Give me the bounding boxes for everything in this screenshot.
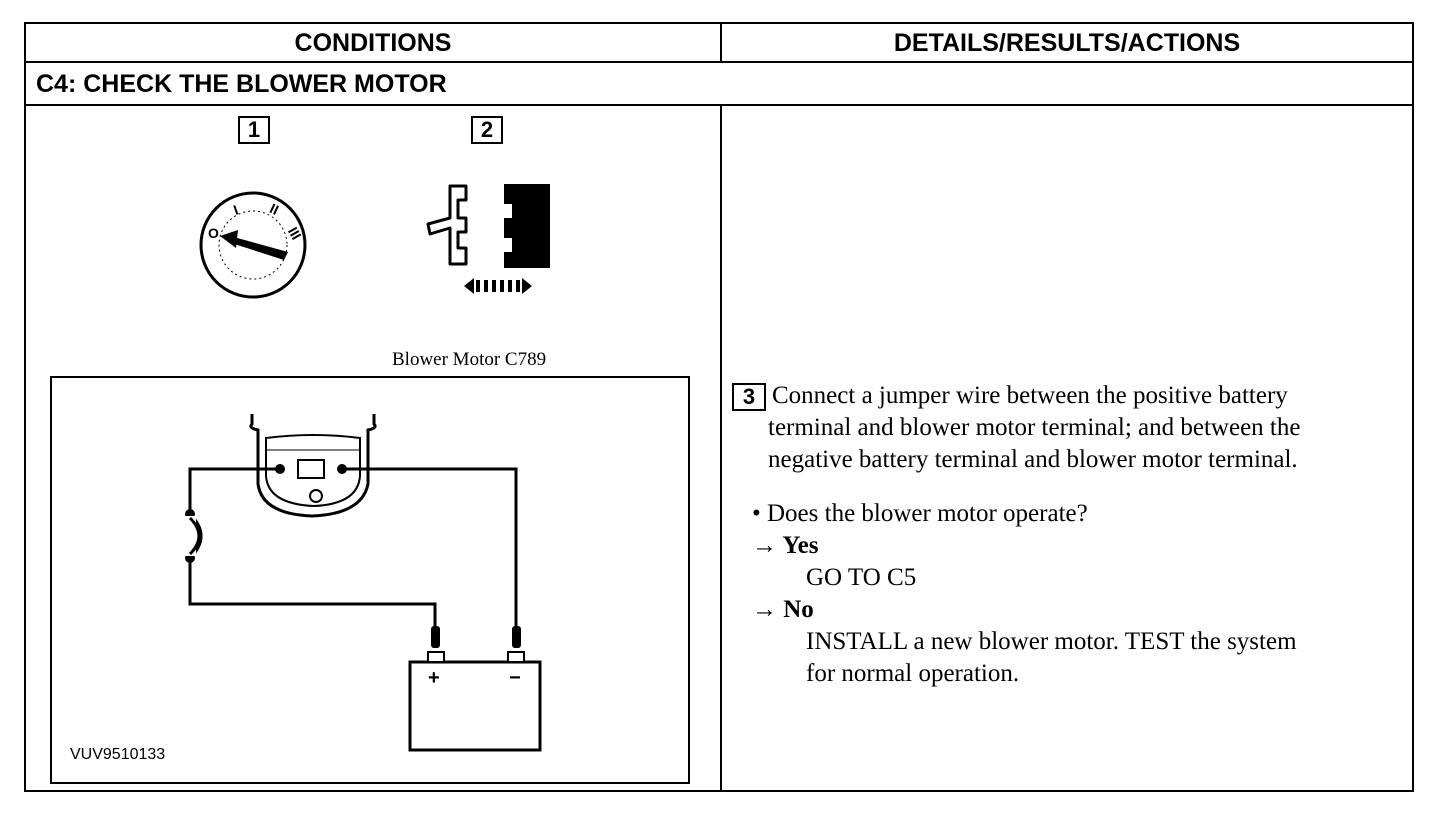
step-3-line-1: terminal and blower motor terminal; and … (768, 414, 1301, 441)
connector-disconnect-illustration (426, 184, 550, 294)
step-3-marker: 3 (732, 383, 766, 411)
ignition-switch-illustration: O I II III (199, 191, 307, 299)
header-column-divider (720, 24, 722, 62)
connector-caption: Blower Motor C789 (392, 349, 547, 370)
header-conditions: CONDITIONS (294, 28, 452, 57)
figure-code: VUV9510133 (70, 746, 166, 763)
step-3-line-0: Connect a jumper wire between the positi… (772, 382, 1288, 409)
step-2-marker: 2 (471, 116, 503, 144)
wiring-diagram: + − VUV9510133 (50, 376, 690, 784)
procedure-table: CONDITIONS DETAILS/RESULTS/ACTIONS C4: C… (24, 22, 1414, 792)
step-3-line-2: negative battery terminal and blower mot… (768, 446, 1298, 473)
step-3: 3 Connect a jumper wire between the posi… (732, 380, 1402, 412)
question-text: • Does the blower motor operate? (752, 500, 1088, 527)
step-1-marker: 1 (238, 116, 270, 144)
ignition-label-1: I (231, 202, 240, 218)
no-action-line-0: INSTALL a new blower motor. TEST the sys… (806, 628, 1297, 655)
battery-positive-label: + (428, 667, 440, 689)
body-column-divider (720, 104, 722, 790)
header-divider (26, 61, 1412, 63)
ignition-label-0: O (208, 225, 219, 241)
header-details: DETAILS/RESULTS/ACTIONS (893, 28, 1241, 57)
yes-action: GO TO C5 (806, 564, 917, 591)
no-action-line-1: for normal operation. (806, 660, 1020, 687)
step-title: C4: CHECK THE BLOWER MOTOR (36, 69, 447, 98)
no-label: → No (752, 596, 814, 623)
battery-negative-label: − (509, 667, 521, 689)
wiring-schematic: + − (184, 414, 542, 752)
yes-label: → Yes (752, 532, 819, 559)
title-divider (26, 104, 1412, 106)
actions-column: 3 Connect a jumper wire between the posi… (732, 380, 1402, 690)
